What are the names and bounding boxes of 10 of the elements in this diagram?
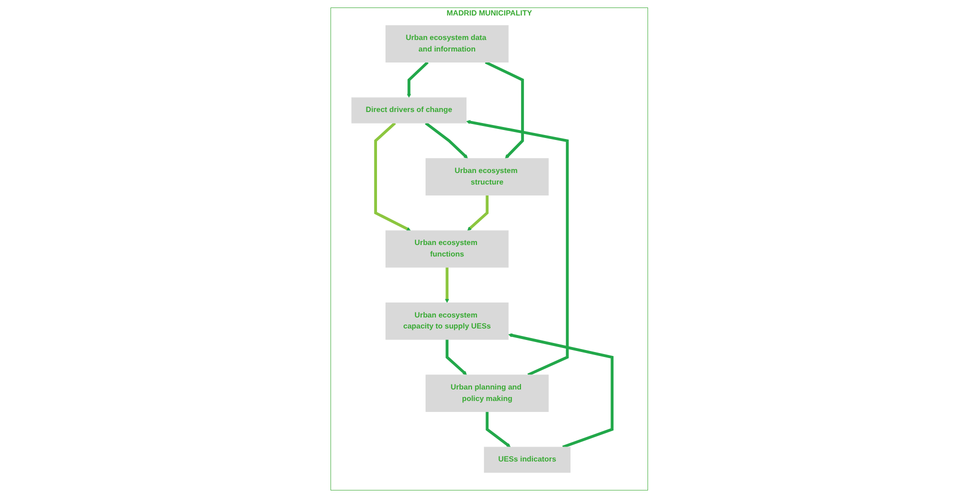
- arrow: [485, 411, 510, 447]
- arrow: [484, 60, 524, 158]
- arrow: [508, 332, 614, 448]
- arrow: [424, 121, 468, 158]
- arrow: [374, 122, 410, 231]
- arrow: [406, 60, 428, 98]
- arrow: [444, 266, 449, 302]
- arrow: [466, 120, 568, 376]
- arrow: [467, 194, 488, 230]
- arrow: [445, 339, 467, 375]
